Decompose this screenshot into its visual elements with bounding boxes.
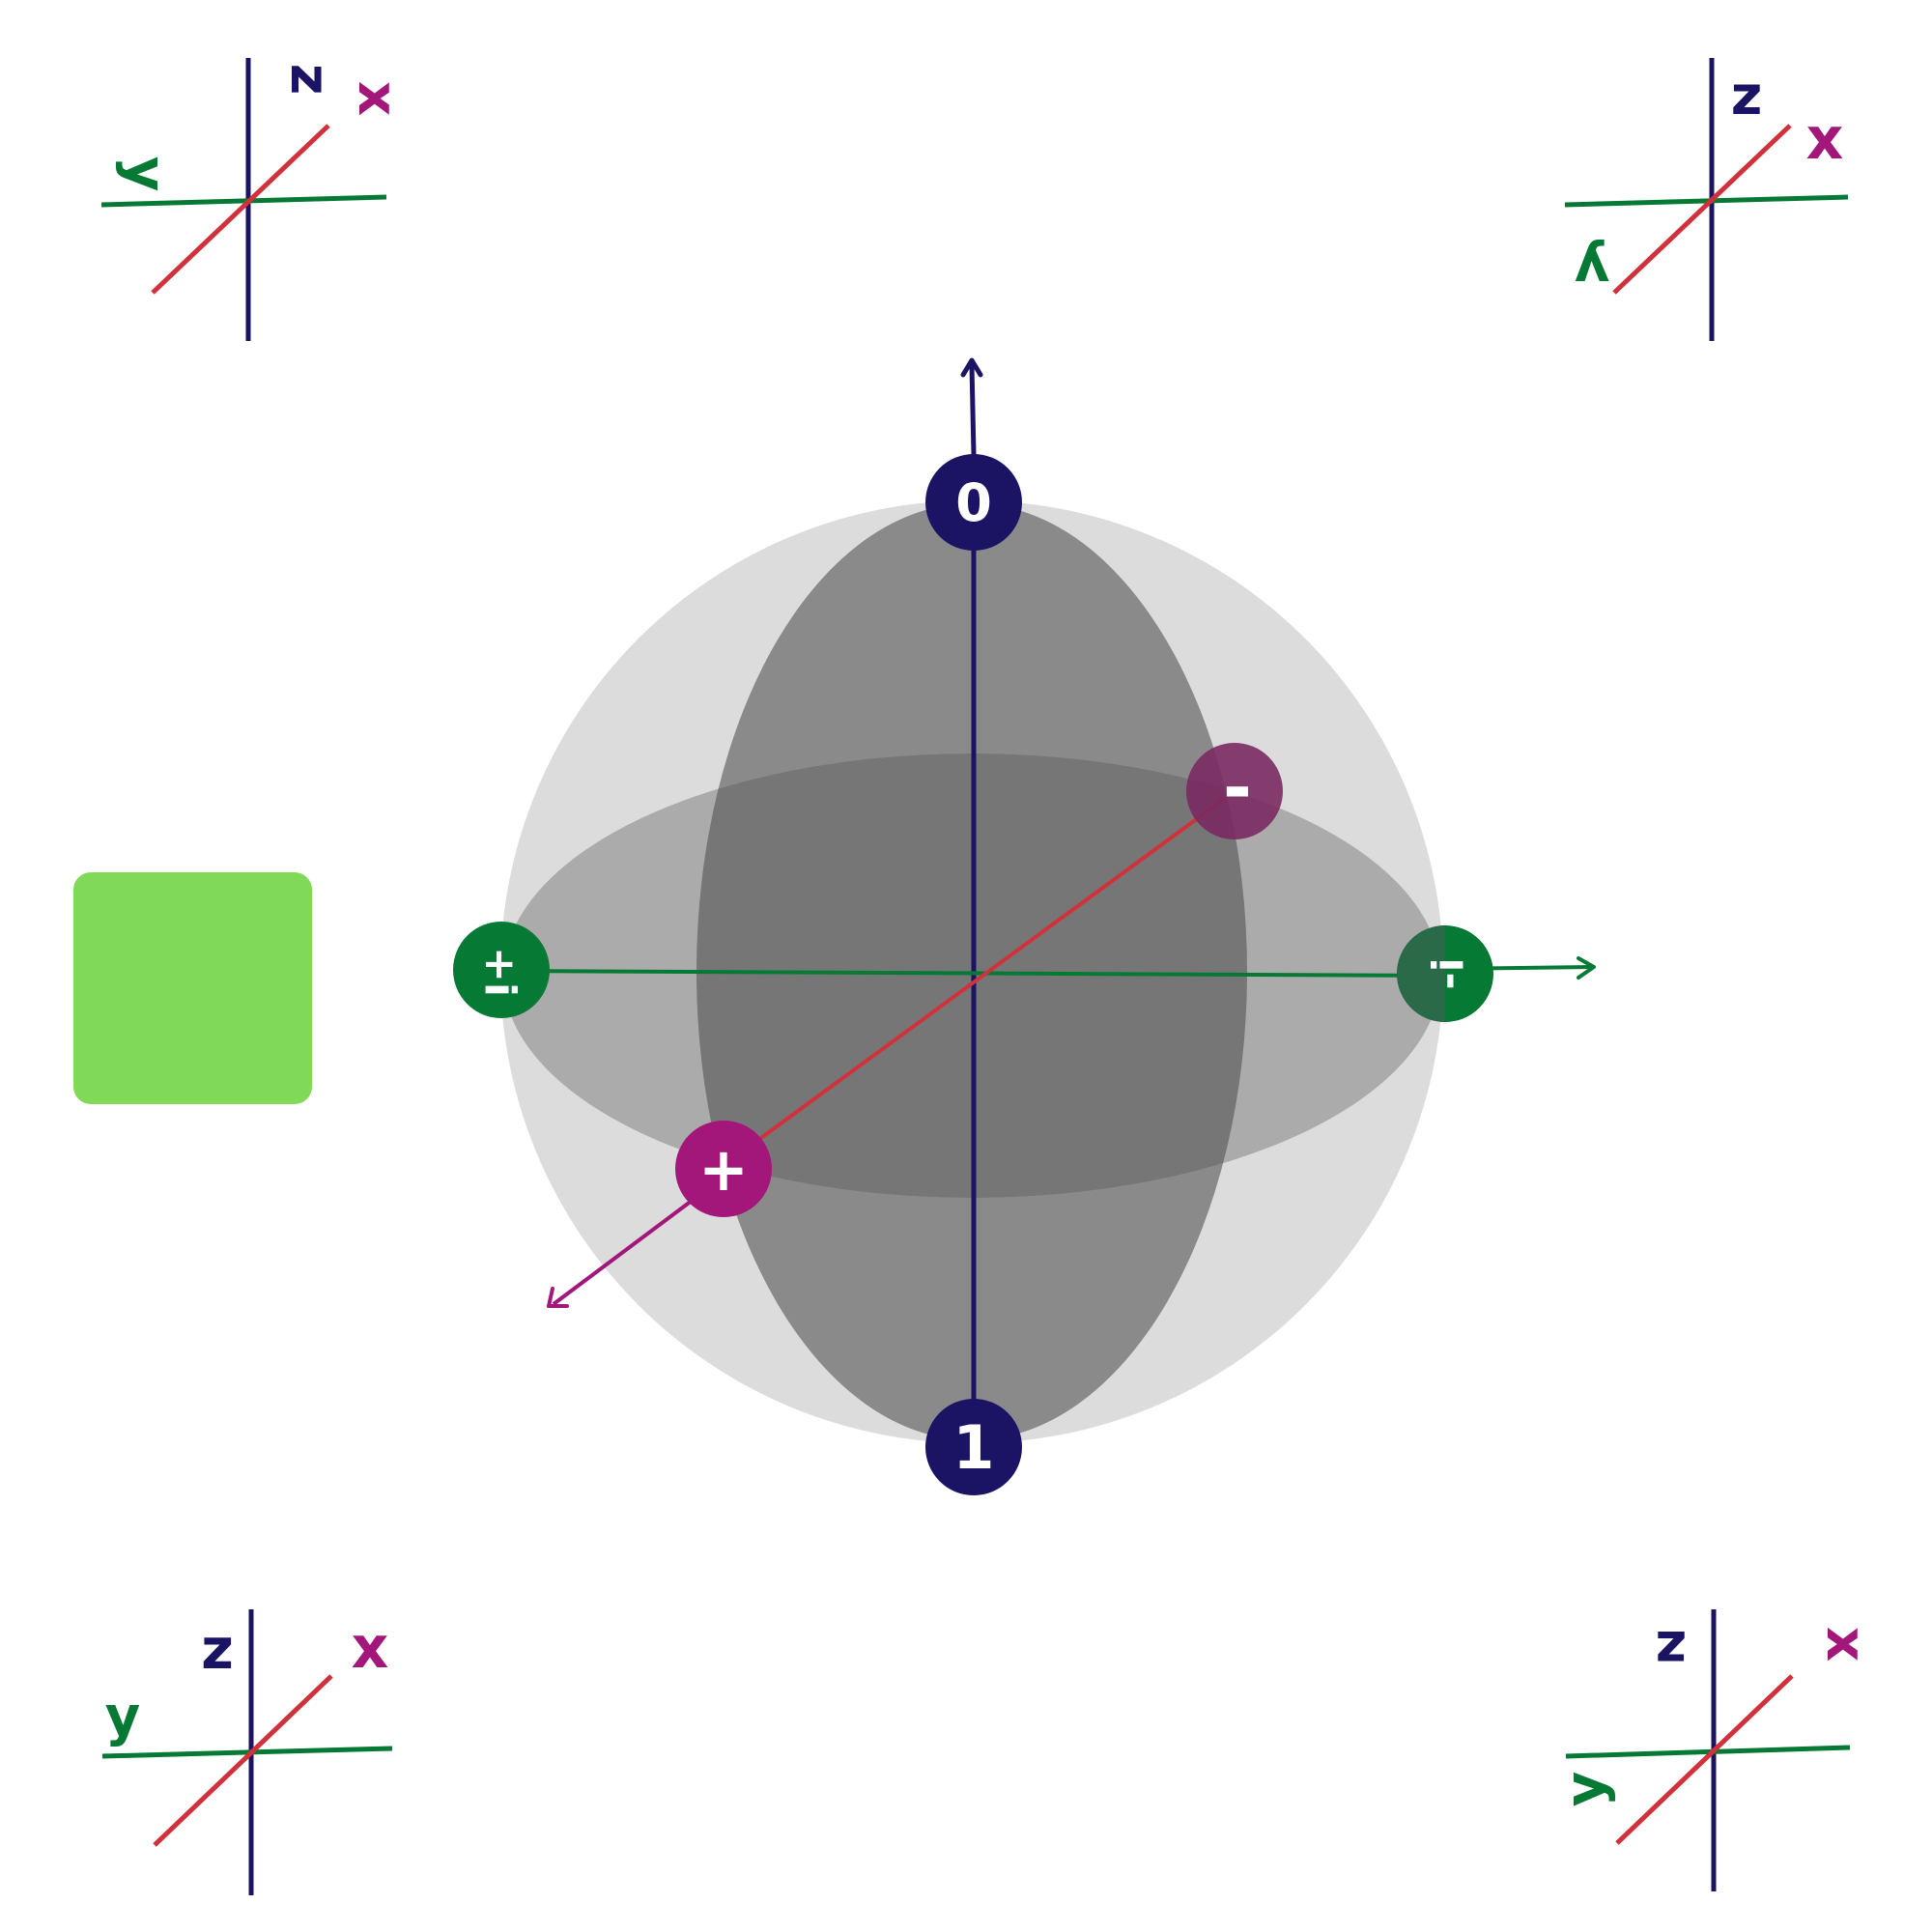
state-plus-i-badge: +i: [453, 922, 550, 1018]
gizmo-y-label: y: [1575, 238, 1610, 300]
state-minus-i-label: -i: [1424, 957, 1473, 989]
gizmo-x-label: x: [1806, 105, 1844, 173]
state-plus-badge: +: [675, 1121, 772, 1217]
green-square: [73, 872, 312, 1104]
state-minus-i-badge: -i: [1397, 925, 1493, 1022]
state-zero-label: 0: [955, 472, 992, 533]
state-minus-label: -: [1223, 747, 1252, 828]
y-axis: [501, 969, 1446, 978]
gizmo-y-axis: [1565, 1745, 1851, 1759]
gizmo-y-label: y: [1554, 1772, 1617, 1807]
state-zero-badge: 0: [925, 454, 1022, 551]
axes-gizmo-top-left: z x y: [100, 58, 409, 341]
axes-gizmo-bottom-right: z x y: [1554, 1609, 1877, 1891]
bloch-sphere: 0 1 - + +i -i: [453, 357, 1596, 1495]
gizmo-z-label: z: [1656, 1618, 1688, 1681]
state-one-badge: 1: [925, 1399, 1022, 1495]
gizmo-z-label: z: [278, 64, 341, 96]
z-axis-extension: [969, 364, 977, 455]
state-plus-i-label: +i: [475, 947, 525, 997]
state-minus-i-overlap: [1397, 925, 1445, 1022]
gizmo-y-axis: [101, 1746, 393, 1759]
state-minus-badge: -: [1186, 743, 1283, 839]
axes-gizmo-top-right: z x y: [1564, 58, 1849, 341]
gizmo-y-axis: [100, 194, 387, 208]
z-arrow-head: [960, 357, 983, 378]
x-arrow-head: [547, 1287, 569, 1308]
axes-gizmo-bottom-left: z x y: [101, 1609, 393, 1895]
gizmo-x-label: x: [1814, 1627, 1877, 1662]
gizmo-x-axis: [151, 124, 330, 295]
gizmo-y-label: y: [114, 156, 177, 192]
gizmo-z-label: z: [1731, 65, 1763, 128]
state-plus-label: +: [698, 1134, 749, 1205]
x-axis: [713, 795, 1229, 1174]
gizmo-z-label: z: [201, 1616, 234, 1682]
gizmo-y-axis: [1564, 194, 1849, 208]
x-axis-extension: [552, 1199, 694, 1306]
state-minus-circle: [1186, 743, 1283, 839]
gizmo-x-axis: [1615, 1674, 1794, 1845]
gizmo-y-label: y: [105, 1686, 141, 1748]
gizmo-x-label: x: [346, 81, 409, 116]
state-one-label: 1: [952, 1412, 994, 1483]
gizmo-x-axis: [1612, 124, 1792, 295]
y-arrow-head: [1577, 956, 1596, 980]
gizmo-x-label: x: [352, 1614, 389, 1682]
gizmo-x-axis: [153, 1674, 333, 1847]
